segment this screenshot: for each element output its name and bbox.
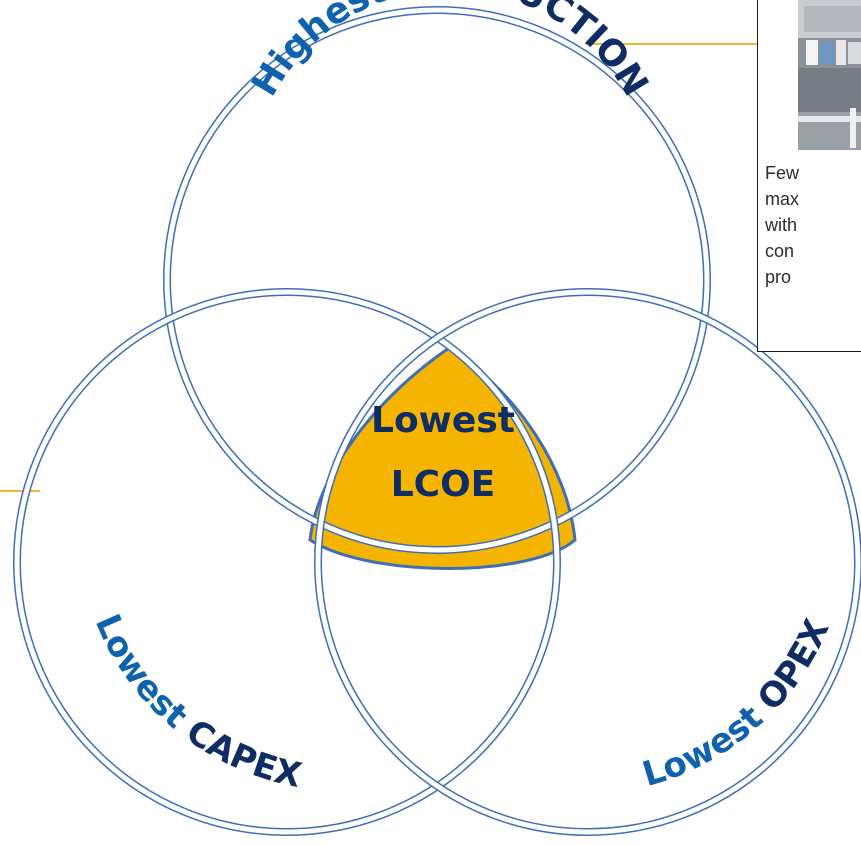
label-top-main: PRODUCTION (395, 0, 656, 103)
callout-text: Few max with con pro (765, 160, 861, 290)
circle-left (13, 288, 561, 836)
label-right-main: OPEX (750, 613, 838, 718)
callout-line: max (765, 189, 800, 209)
label-left-main: CAPEX (179, 712, 305, 796)
center-label-line2: LCOE (391, 464, 496, 505)
circle-top (163, 6, 711, 554)
label-right: Lowest OPEX (638, 613, 837, 795)
label-top-prefix: Highest (244, 0, 392, 103)
label-top: Highest PRODUCTION (244, 0, 655, 103)
callout-line: with (765, 215, 798, 235)
callout-line: pro (765, 267, 792, 287)
circle-right (314, 288, 861, 836)
label-left: Lowest CAPEX (87, 608, 305, 796)
center-label-line1: Lowest (371, 400, 515, 441)
callout-line: Few (765, 163, 800, 183)
callout-line: con (765, 241, 795, 261)
callout-photo (798, 0, 861, 150)
callout-box: Few max with con pro (757, 0, 861, 352)
label-left-prefix: Lowest (87, 608, 195, 736)
